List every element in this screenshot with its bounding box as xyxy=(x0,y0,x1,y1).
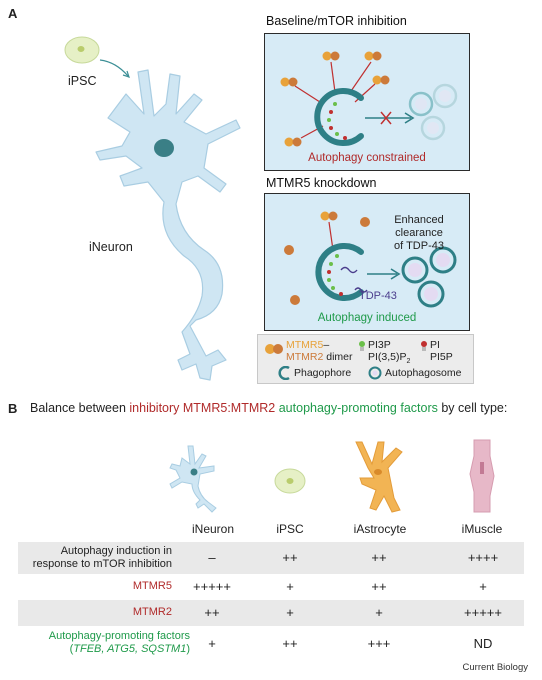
legend-pi35p2: PI(3,5)P xyxy=(368,351,407,363)
legend-pi: PI xyxy=(430,339,440,351)
table-row: Autophagy-promoting factors (TFEB, ATG5,… xyxy=(18,628,524,660)
ipsc-icon xyxy=(274,468,306,494)
imuscle-icon xyxy=(469,439,495,513)
cell-iastrocyte: + xyxy=(375,605,383,620)
row-label-paren-open: ( xyxy=(69,643,74,655)
row-label-mtmr2: MTMR2 xyxy=(132,606,172,618)
cell-ipsc: + xyxy=(286,605,294,620)
baseline-title: Baseline/mTOR inhibition xyxy=(266,14,407,28)
title-suffix: by cell type: xyxy=(437,401,508,415)
tdp43-icon xyxy=(340,266,358,274)
legend-dimer: MTMR5– MTMR2 dimer xyxy=(286,339,353,363)
block-icon xyxy=(380,111,392,125)
knockdown-note-line2: of TDP-43 xyxy=(394,240,444,252)
cell-ipsc: + xyxy=(286,579,294,594)
cell-iastrocyte: ++ xyxy=(371,550,387,565)
mtmr-dimer-icon xyxy=(280,51,390,147)
legend-autophagosome: Autophagosome xyxy=(385,367,462,379)
table-row: Autophagy induction in response to mTOR … xyxy=(18,542,524,574)
row-label-genes: TFEB, ATG5, SQSTM1 xyxy=(73,643,187,655)
ipsc-cell-icon xyxy=(64,36,100,64)
row-label-mtmr5: MTMR5 xyxy=(132,580,172,592)
cell-ineuron: – xyxy=(208,550,216,565)
knockdown-note-line1: Enhanced clearance xyxy=(394,214,444,239)
row-label-line2: response to mTOR inhibition xyxy=(32,558,172,570)
legend-phagophore: Phagophore xyxy=(294,367,352,379)
cell-ineuron: ++ xyxy=(204,605,220,620)
autophagosome-icon xyxy=(408,83,458,141)
phagophore-icon xyxy=(278,366,290,380)
ipsc-label: iPSC xyxy=(68,74,97,88)
legend-pi3p-group: PI3P PI(3,5)P2 xyxy=(368,339,410,368)
legend-dimer-word: dimer xyxy=(323,351,353,363)
legend-dash: – xyxy=(323,339,330,351)
autophagosome-icon xyxy=(368,366,382,380)
cell-imuscle: +++++ xyxy=(464,605,502,620)
cell-iastrocyte: ++ xyxy=(371,579,387,594)
ipsc-to-neuron-arrow xyxy=(99,59,130,78)
col-ipsc: iPSC xyxy=(276,522,304,536)
cell-imuscle: + xyxy=(479,579,487,594)
panel-b-letter: B xyxy=(8,401,18,416)
col-imuscle: iMuscle xyxy=(461,522,503,536)
cell-ineuron: +++++ xyxy=(193,579,231,594)
knockdown-title: MTMR5 knockdown xyxy=(266,176,377,190)
mtmr-dimer-icon xyxy=(265,344,283,354)
phagophore-icon xyxy=(315,243,364,301)
iastrocyte-icon xyxy=(355,441,403,513)
phagophore-icon xyxy=(314,88,364,146)
journal-credit: Current Biology xyxy=(462,662,528,673)
legend-mtmr5: MTMR5 xyxy=(286,339,324,351)
legend: MTMR5– MTMR2 dimer PI3P PI(3,5)P2 PI PI5… xyxy=(257,334,474,384)
row-label-line2: (TFEB, ATG5, SQSTM1) xyxy=(18,643,190,656)
tdp43-label: TDP-43 xyxy=(359,290,397,302)
knockdown-note: Enhanced clearance of TDP-43 xyxy=(369,214,469,253)
title-prefix: Balance between xyxy=(30,401,130,415)
row-label-line1: Autophagy induction in xyxy=(60,545,172,557)
cell-imuscle: ++++ xyxy=(467,550,499,565)
knockdown-mechanism-diagram xyxy=(284,211,457,308)
legend-pi3p: PI3P xyxy=(368,339,391,351)
table-row: MTMR2 ++ + + +++++ xyxy=(18,600,524,626)
baseline-caption: Autophagy constrained xyxy=(308,152,426,164)
title-green: autophagy-promoting factors xyxy=(278,401,438,415)
knockdown-panel: Enhanced clearance of TDP-43 TDP-43 Auto… xyxy=(264,193,470,331)
legend-pi5p: PI5P xyxy=(430,351,453,363)
cell-ineuron: + xyxy=(208,636,216,651)
pi-lipid-icon xyxy=(421,341,427,351)
knockdown-caption: Autophagy induced xyxy=(317,312,417,324)
autophagosome-icon xyxy=(401,246,457,308)
neuron-illustration xyxy=(95,69,241,381)
panel-a-letter: A xyxy=(8,6,18,21)
col-iastrocyte: iAstrocyte xyxy=(353,522,407,536)
row-label-paren-close: ) xyxy=(186,643,190,655)
panel-b-title: Balance between inhibitory MTMR5:MTMR2 a… xyxy=(30,401,507,415)
baseline-panel: Autophagy constrained xyxy=(264,33,470,171)
legend-pi35p2-sub: 2 xyxy=(406,358,411,366)
cell-ipsc: ++ xyxy=(282,636,298,651)
cell-ipsc: ++ xyxy=(282,550,298,565)
cell-imuscle: ND xyxy=(473,636,493,651)
legend-mtmr2: MTMR2 xyxy=(286,351,324,363)
ineuron-icon xyxy=(169,445,217,513)
baseline-mechanism-diagram xyxy=(280,51,458,147)
col-ineuron: iNeuron xyxy=(191,522,235,536)
table-row: MTMR5 +++++ + ++ + xyxy=(18,574,524,600)
cell-iastrocyte: +++ xyxy=(367,636,391,651)
pi3p-lipid-icon xyxy=(359,341,365,351)
title-red: inhibitory MTMR5:MTMR2 xyxy=(129,401,276,415)
row-label-autophagy-factors: Autophagy-promoting factors (TFEB, ATG5,… xyxy=(18,630,190,656)
legend-pi-group: PI PI5P xyxy=(430,339,453,363)
ineuron-label: iNeuron xyxy=(89,240,133,254)
row-label-autophagy-induction: Autophagy induction in response to mTOR … xyxy=(18,545,172,571)
row-label-line1: Autophagy-promoting factors xyxy=(48,630,190,642)
